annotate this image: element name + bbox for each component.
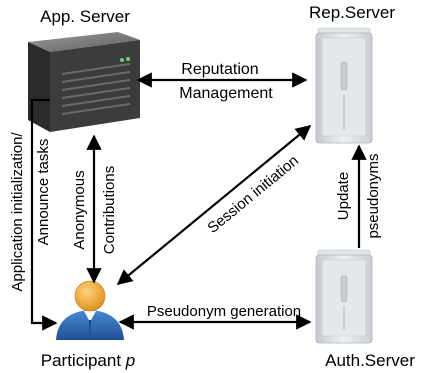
update-pseudonyms-label-line1: Update (335, 172, 352, 220)
app-server-label: App. Server (40, 7, 130, 26)
anonymous-label-line1: Anonymous (71, 170, 88, 249)
rep-server-icon (315, 27, 373, 144)
app-server-icon (28, 32, 140, 132)
pseudonym-generation-label: Pseudonym generation (147, 303, 301, 320)
app-init-label-line1: Application initialization/ (9, 132, 26, 292)
participant-variable: p (125, 351, 135, 370)
participant-icon (56, 280, 124, 340)
reputation-label-line2: Management (179, 85, 273, 102)
session-initiation-label-group: Session initiation (204, 152, 302, 237)
edge-application-initialization (30, 98, 58, 331)
session-initiation-label: Session initiation (204, 152, 302, 237)
participant-label-text: Participant (41, 351, 122, 370)
update-label-group: Update (335, 172, 352, 220)
app-server-vents (61, 63, 131, 115)
anonymous-label-group: Anonymous (71, 170, 88, 249)
app-init-label-line2: Announce tasks (35, 139, 52, 246)
update-pseudonyms-label-line2: pseudonyms (365, 153, 382, 238)
reputation-label-line1: Reputation (181, 61, 258, 78)
participant-label: Participant p (41, 351, 136, 370)
pseudonyms-label-group: pseudonyms (365, 153, 382, 238)
auth-server-icon (315, 249, 373, 344)
app-init-label-group: Application initialization/ (9, 132, 26, 292)
anonymous-label-line2: Contributions (101, 166, 118, 254)
contributions-label-group: Contributions (101, 166, 118, 254)
auth-server-label: Auth.Server (325, 351, 415, 370)
announce-tasks-label-group: Announce tasks (35, 139, 52, 246)
rep-server-label: Rep.Server (309, 3, 395, 22)
edge-session-initiation (116, 125, 312, 285)
